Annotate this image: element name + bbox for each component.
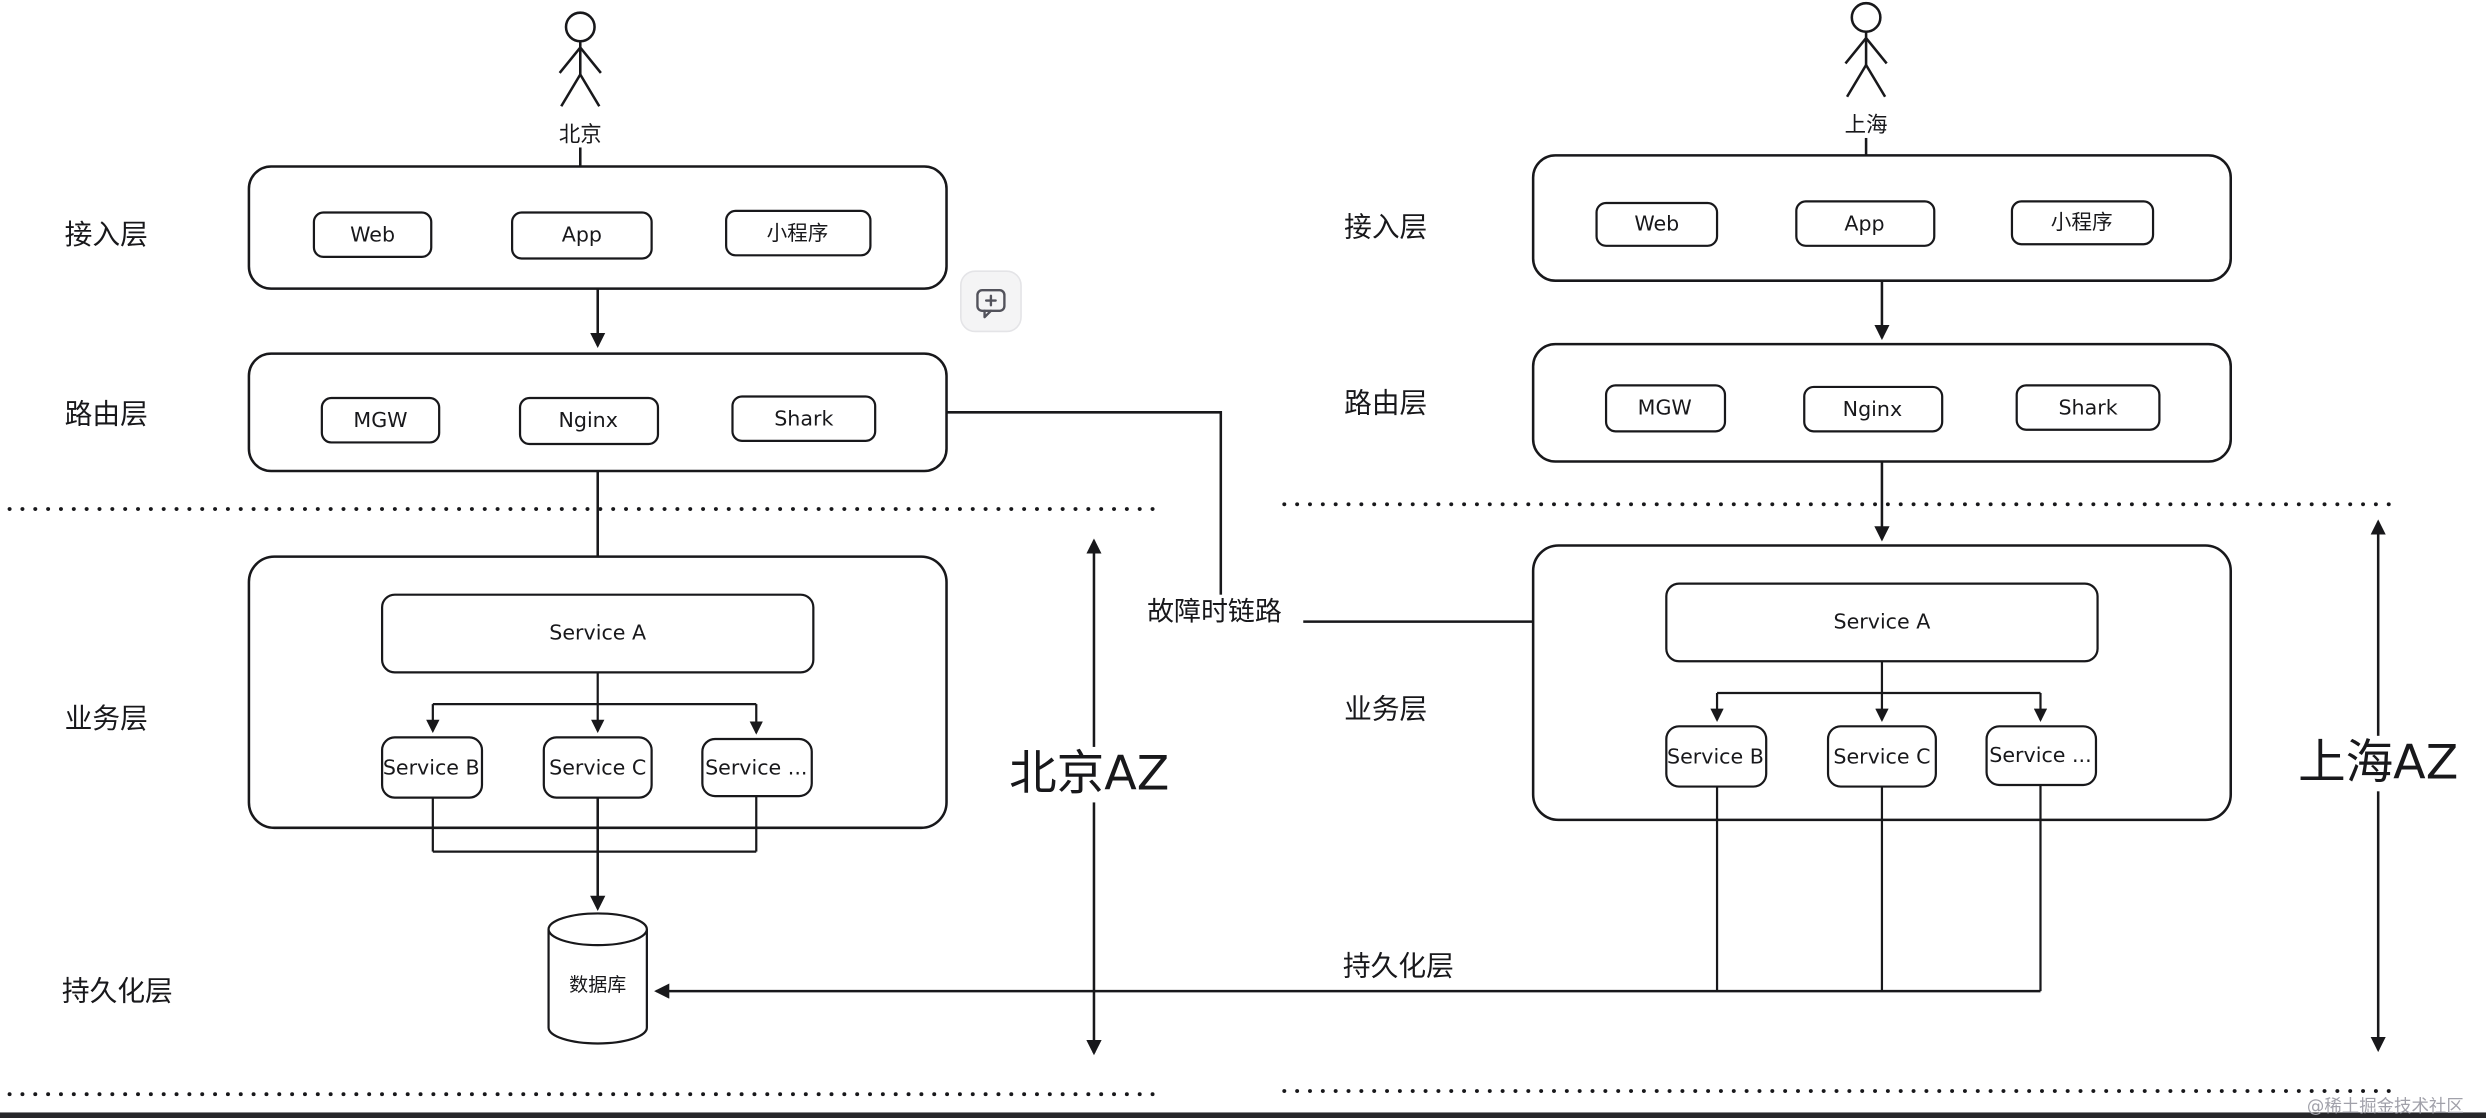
- shanghai-persistence-layer-label: 持久化层: [1343, 949, 1454, 982]
- shanghai-az-label-bg: [2298, 735, 2458, 792]
- shanghai-service-etc-box: [1985, 725, 2098, 787]
- beijing-service-etc-label: Service ...: [705, 756, 807, 780]
- beijing-az-label: 北京AZ: [1009, 746, 1169, 801]
- beijing-service-b-box: [380, 736, 484, 799]
- beijing-access-app-label: App: [562, 223, 602, 247]
- beijing-service-a-label: Service A: [549, 621, 646, 645]
- beijing-access-miniprogram-label: 小程序: [767, 221, 829, 245]
- shanghai-service-c-label: Service C: [1833, 744, 1930, 768]
- failover-link-line: [946, 411, 1661, 630]
- shanghai-access-web-label: Web: [1634, 212, 1679, 236]
- beijing-persistence-layer-label: 持久化层: [62, 975, 173, 1008]
- shanghai-service-a-label: Service A: [1834, 610, 1931, 634]
- beijing-user-icon: [558, 11, 602, 107]
- beijing-routing-mgw-label: MGW: [353, 408, 407, 432]
- shanghai-access-item-web: [1595, 201, 1719, 247]
- add-comment-button[interactable]: [959, 270, 1022, 333]
- beijing-service-merge-lines: [431, 796, 758, 853]
- shanghai-access-layer-label: 接入层: [1344, 210, 1427, 243]
- beijing-access-layer-label: 接入层: [65, 218, 148, 251]
- shanghai-access-app-label: App: [1844, 212, 1884, 236]
- beijing-service-b-label: Service B: [383, 756, 480, 780]
- beijing-service-c-label: Service C: [549, 756, 646, 780]
- shanghai-access-item-app: [1795, 200, 1936, 247]
- beijing-business-layer-label: 业务层: [65, 702, 148, 735]
- failover-link-label: 故障时链路: [1147, 597, 1282, 628]
- shanghai-access-miniprogram-label: 小程序: [2051, 210, 2113, 234]
- shanghai-routing-mgw-label: MGW: [1638, 396, 1692, 420]
- beijing-service-c-box: [542, 736, 653, 799]
- shanghai-user-icon: [1844, 1, 1888, 98]
- beijing-az-label-bg: [1003, 746, 1175, 803]
- beijing-routing-item-nginx: [518, 396, 660, 446]
- shanghai-service-etc-label: Service ...: [1989, 743, 2091, 767]
- shanghai-routing-item-shark: [2015, 384, 2161, 431]
- beijing-access-item-web: [312, 211, 433, 259]
- shanghai-routing-shark-label: Shark: [2058, 396, 2117, 420]
- shanghai-user-label: 上海: [1845, 113, 1888, 138]
- shanghai-az-label: 上海AZ: [2298, 735, 2458, 790]
- shanghai-persistence-lines: [1715, 784, 2042, 992]
- shanghai-routing-layer-label: 路由层: [1344, 386, 1427, 419]
- bottom-edge-strip: [0, 1112, 2486, 1118]
- shanghai-routing-item-mgw: [1604, 384, 1727, 433]
- shanghai-service-b-box: [1665, 725, 1768, 788]
- shanghai-service-branch-lines: [1710, 661, 2048, 722]
- database-cylinder: [547, 912, 648, 1045]
- comment-plus-icon: [976, 289, 1006, 319]
- shanghai-service-b-label: Service B: [1667, 744, 1764, 768]
- beijing-routing-item-mgw: [320, 396, 441, 444]
- shanghai-access-item-miniprogram: [2010, 200, 2155, 246]
- database-label: 数据库: [569, 974, 626, 996]
- shanghai-routing-item-nginx: [1803, 385, 1944, 433]
- shanghai-business-layer-label: 业务层: [1344, 692, 1427, 725]
- beijing-service-etc-box: [701, 737, 813, 798]
- watermark: @稀土掘金技术社区: [2307, 1097, 2464, 1117]
- shanghai-service-c-box: [1826, 725, 1937, 788]
- beijing-user-label: 北京: [559, 122, 602, 147]
- beijing-routing-nginx-label: Nginx: [558, 408, 617, 432]
- beijing-access-item-app: [510, 211, 653, 260]
- shanghai-routing-nginx-label: Nginx: [1843, 397, 1902, 421]
- beijing-access-web-label: Web: [350, 223, 395, 247]
- failover-label-bg: [1125, 594, 1304, 630]
- beijing-access-item-miniprogram: [725, 209, 872, 257]
- beijing-service-branch-lines: [426, 672, 763, 735]
- beijing-routing-layer-label: 路由层: [65, 397, 148, 430]
- beijing-routing-shark-label: Shark: [774, 407, 833, 431]
- beijing-routing-item-shark: [731, 395, 877, 442]
